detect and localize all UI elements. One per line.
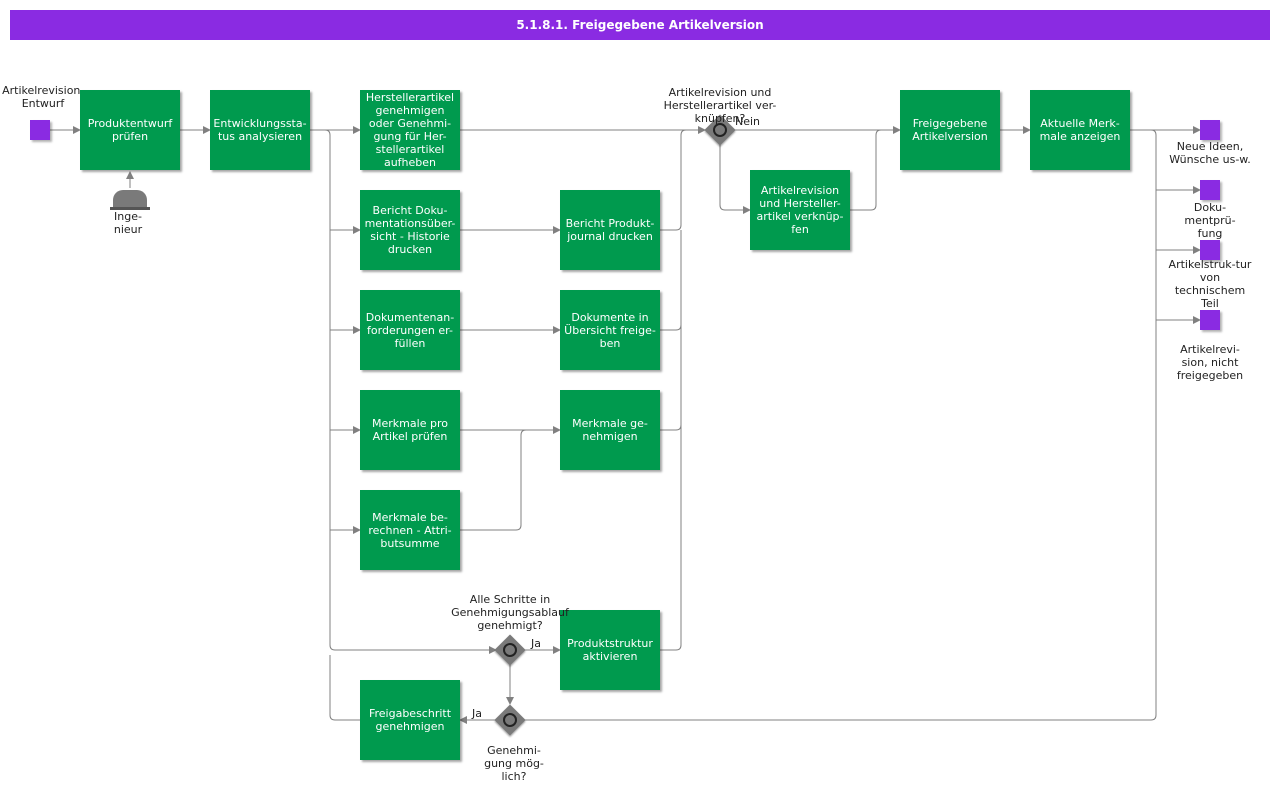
- gateway-verknuepfen-label: Artikelrevision und Herstellerartikel ve…: [663, 86, 777, 125]
- end-event-artikelstruktur-label: Artikelstruk-tur von technischem Teil: [1168, 258, 1252, 310]
- task-aktuelle-merkmale-anzeigen[interactable]: Aktuelle Merk-male anzeigen: [1030, 90, 1130, 170]
- person-icon: [113, 190, 147, 208]
- diagram-title: 5.1.8.1. Freigegebene Artikelversion: [10, 10, 1270, 40]
- task-bericht-dokumentationsuebersicht[interactable]: Bericht Doku-mentationsüber-sicht - Hist…: [360, 190, 460, 270]
- gateway-genehmigung-label: Genehmi-gung mög-lich?: [484, 744, 544, 783]
- edge: [660, 424, 682, 431]
- edge: [524, 129, 1157, 721]
- task-bericht-produktjournal-drucken[interactable]: Bericht Produkt-journal drucken: [560, 190, 660, 270]
- task-herstellerartikel-genehmigen[interactable]: Herstellerartikel genehmigen oder Genehm…: [360, 90, 460, 170]
- edge: [719, 144, 751, 214]
- task-merkmale-berechnen[interactable]: Merkmale be-rechnen - Attri-butsumme: [360, 490, 460, 570]
- actor-base: [110, 207, 150, 210]
- edge: [660, 324, 682, 331]
- start-event-label: Artikelrevision, Entwurf: [2, 84, 84, 110]
- task-dokumente-freigeben[interactable]: Dokumente in Übersicht freige-ben: [560, 290, 660, 370]
- edge-label-nein: Nein: [735, 115, 761, 128]
- task-entwicklungsstatus-analysieren[interactable]: Entwicklungssta-tus analysieren: [210, 90, 310, 170]
- edge: [850, 129, 882, 211]
- edge: [660, 126, 706, 231]
- end-event-nicht-freigegeben[interactable]: [1200, 310, 1220, 330]
- end-event-dokumentpruefung-label: Doku-mentprü-fung: [1184, 201, 1236, 240]
- edge: [329, 655, 360, 721]
- task-merkmale-genehmigen[interactable]: Merkmale ge-nehmigen: [560, 390, 660, 470]
- edge: [324, 129, 497, 654]
- task-merkmale-pro-artikel-pruefen[interactable]: Merkmale pro Artikel prüfen: [360, 390, 460, 470]
- edge-label-ja-1: Ja: [531, 637, 541, 650]
- task-freigegebene-artikelversion[interactable]: Freigegebene Artikelversion: [900, 90, 1000, 170]
- task-produktstruktur-aktivieren[interactable]: Produktstruktur aktivieren: [560, 610, 660, 690]
- end-event-ideen[interactable]: [1200, 120, 1220, 140]
- gateway-alle-schritte-label: Alle Schritte in Genehmigungsablauf gene…: [451, 593, 569, 632]
- end-event-nicht-freigegeben-label: Artikelrevi-sion, nicht freigegeben: [1176, 343, 1244, 382]
- task-artikelrevision-verknuepfen[interactable]: Artikelrevision und Hersteller-artikel v…: [750, 170, 850, 250]
- task-produktentwurf-pruefen[interactable]: Produktentwurf prüfen: [80, 90, 180, 170]
- task-dokumentenanforderungen-erfuellen[interactable]: Dokumentenan-forderungen er-füllen: [360, 290, 460, 370]
- task-freigabeschritt-genehmigen[interactable]: Freigabeschritt genehmigen: [360, 680, 460, 760]
- start-event[interactable]: [30, 120, 50, 140]
- end-event-dokumentpruefung[interactable]: [1200, 180, 1220, 200]
- end-event-ideen-label: Neue Ideen, Wünsche us-w.: [1169, 140, 1251, 166]
- edge: [660, 230, 682, 651]
- edge-label-ja-2: Ja: [472, 707, 482, 720]
- actor-label: Inge-nieur: [113, 210, 143, 236]
- edge: [460, 429, 527, 531]
- end-event-artikelstruktur[interactable]: [1200, 240, 1220, 260]
